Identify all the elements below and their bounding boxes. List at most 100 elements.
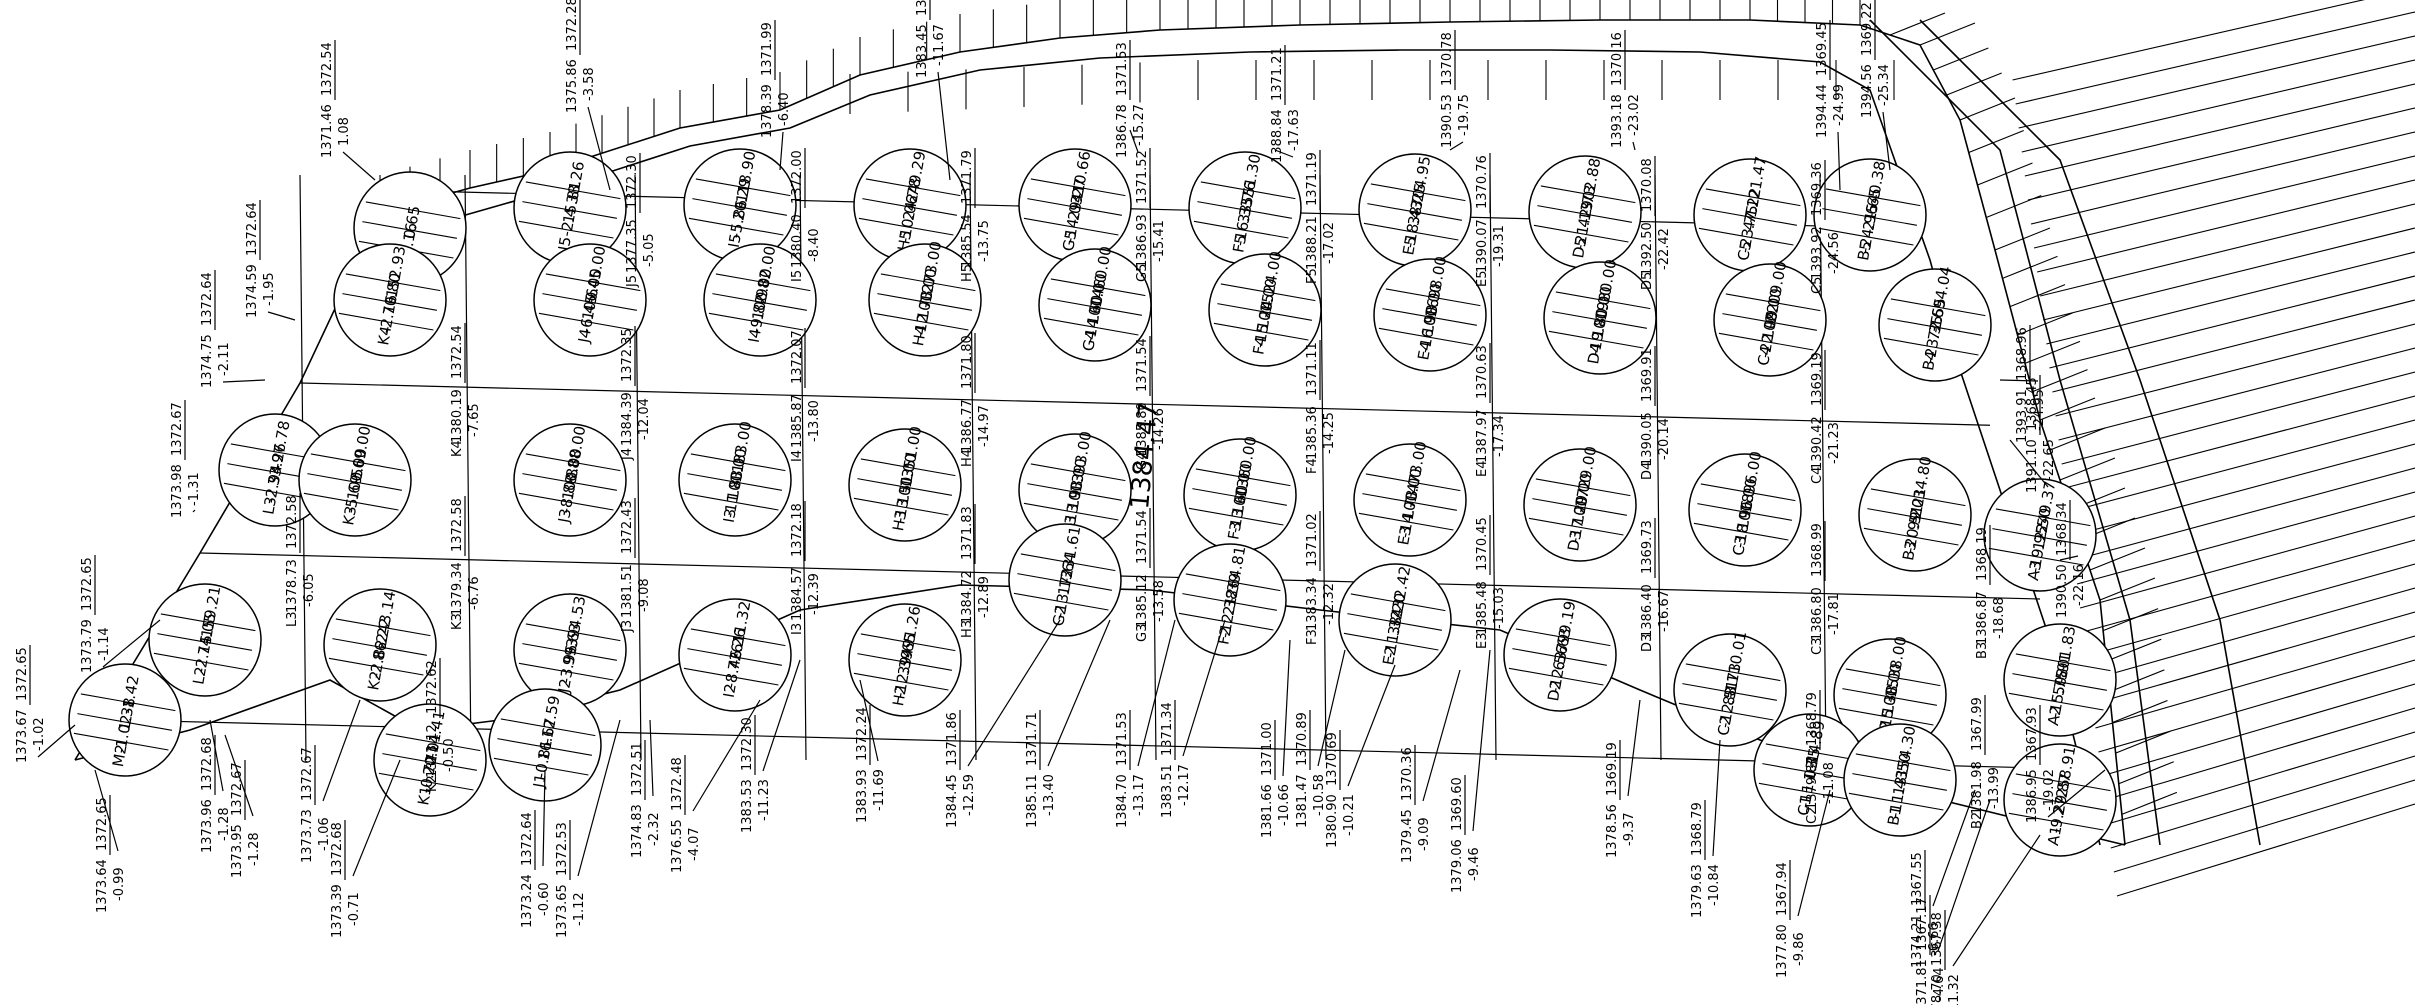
cell-divider [1192, 488, 1288, 506]
existing-elevation: 1385.54 [960, 214, 975, 268]
cell-divider [857, 478, 953, 496]
cell-circle [298, 423, 412, 537]
cut-fill-depth: -13.17 [1132, 774, 1147, 816]
existing-elevation: 1383.93 [855, 769, 870, 823]
cell-divider [1548, 330, 1644, 349]
cell-circle [333, 243, 447, 357]
design-elevation: 1370.63 [1475, 345, 1490, 399]
leader-line [37, 724, 76, 758]
existing-elevation: 1390.42 [1810, 416, 1825, 470]
existing-elevation: 1390.05 [1640, 412, 1655, 466]
hatch-line [2086, 563, 2415, 657]
cell-id: C1 [1794, 794, 1815, 817]
cell-divider [1762, 763, 1858, 781]
cell-divider [1537, 205, 1633, 223]
design-elevation: 1371.54 [1135, 510, 1150, 564]
cell-divider [1528, 517, 1624, 536]
leader-line [1712, 739, 1721, 857]
cell-divider [1047, 298, 1143, 316]
design-elevation: 1369.60 [1450, 777, 1465, 831]
cell-divider [1367, 203, 1463, 221]
cut-fill-depth: -1.28 [217, 807, 232, 841]
node-id: G5 [1135, 264, 1150, 282]
cell-divider [1027, 483, 1123, 501]
existing-elevation: 1394.56 [1860, 64, 1875, 118]
hatch-line [1889, 12, 1946, 36]
cell-id: F4 [1249, 335, 1270, 356]
leader-line [542, 769, 546, 867]
leader-line [2059, 555, 2079, 561]
cell-m2: M2-1.021.38-1.42 [68, 663, 182, 777]
design-elevation: 1371.54 [1135, 338, 1150, 392]
design-elevation: 1372.53 [555, 822, 570, 876]
cut-fill-depth: -8.40 [807, 228, 822, 262]
hatch-line [1919, 22, 1976, 46]
cell-divider [77, 713, 173, 731]
hatch-line [2104, 707, 2415, 801]
leader-line [94, 769, 119, 852]
cut-fill-depth: -6.66 [1927, 922, 1942, 956]
cut-fill-depth: -12.17 [1177, 764, 1192, 806]
cell-divider [362, 221, 458, 239]
cell-divider [385, 733, 481, 752]
existing-elevation: 1379.87 [1805, 756, 1820, 810]
cell-divider [1718, 332, 1814, 351]
cell-circle [1858, 458, 1972, 572]
existing-elevation: 1373.39 [330, 884, 345, 938]
cell-divider [365, 201, 461, 220]
design-elevation: 1372.65 [95, 797, 110, 851]
cut-fill-depth: -11.67 [932, 24, 947, 66]
design-elevation: 1371.34 [1160, 702, 1175, 756]
existing-elevation: 1376.55 [670, 819, 685, 873]
existing-elevation: 1373.73 [300, 809, 315, 863]
design-elevation: 1371.02 [1305, 513, 1320, 567]
cell-circle [678, 423, 792, 537]
hatch-line [2017, 312, 2073, 336]
cut-fill-depth: -22.42 [1657, 228, 1672, 270]
hatch-line [2012, 0, 2365, 81]
hatch-line [2040, 203, 2415, 297]
hatch-line [2070, 443, 2415, 537]
cell-divider [525, 453, 621, 472]
existing-elevation: 1373.65 [555, 884, 570, 938]
cell-id: K4 [374, 325, 395, 347]
existing-elevation: 1393.91 [2015, 389, 2030, 443]
cell-divider [1685, 663, 1781, 682]
cell-circle [513, 423, 627, 537]
grid-col-D [1489, 174, 1497, 761]
cell-divider [857, 653, 953, 671]
cell-circle [848, 603, 962, 717]
cell-id: H2 [889, 684, 910, 708]
cell-id: E2 [1379, 645, 1400, 667]
design-elevation: 1372.30 [740, 717, 755, 771]
design-elevation: 1371.53 [1115, 712, 1130, 766]
cell-circle [1813, 158, 1927, 272]
leader-line [1422, 669, 1461, 802]
cell-divider [2012, 673, 2108, 691]
cell-id: L2 [189, 665, 210, 686]
cell-id: H4 [909, 324, 930, 348]
cell-divider [690, 628, 786, 647]
existing-elevation: 1385.12 [1135, 574, 1150, 628]
existing-elevation: 1393.92 [1810, 226, 1825, 280]
cell-divider [2008, 692, 2104, 711]
cell-divider [328, 657, 424, 676]
node-id: G3 [1135, 624, 1150, 642]
cut-fill-depth: -12.32 [1322, 583, 1337, 625]
